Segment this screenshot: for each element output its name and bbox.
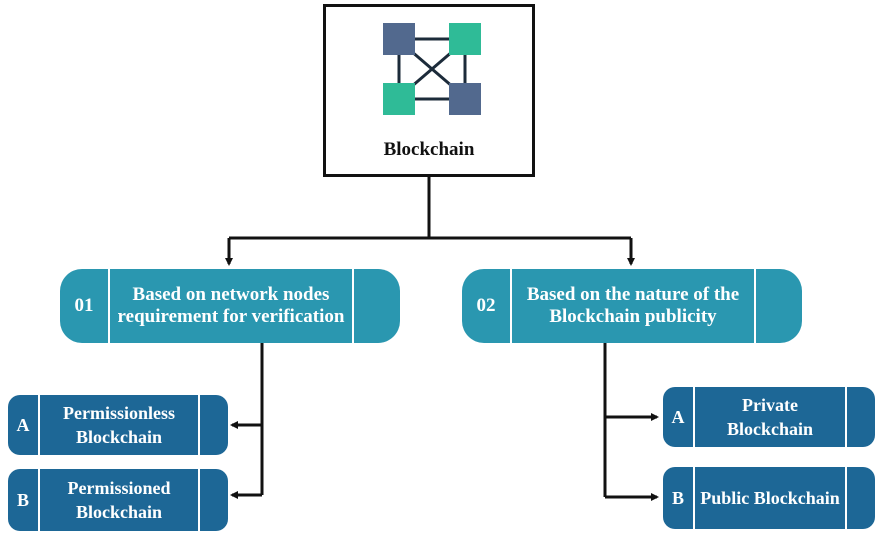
branch-label: Based on network nodes requirement for v… [108, 269, 354, 343]
leaf-letter: A [671, 406, 685, 427]
leaf-end-tab [200, 395, 228, 455]
leaf-letter: A [16, 414, 30, 435]
branch-end-tab [354, 269, 400, 343]
leaf-letter: B [16, 489, 29, 510]
leaf-label: Public Blockchain [693, 467, 847, 529]
leaf-label: Private Blockchain [693, 387, 847, 447]
logo-block-bottom-left [383, 83, 415, 115]
branch-02: 02 Based on the nature of the Blockchain… [462, 269, 802, 343]
leaf-end-tab [847, 387, 875, 447]
leaf-end-tab [200, 469, 228, 531]
branch-number: 01 [74, 295, 94, 316]
root-node: Blockchain [323, 4, 535, 177]
logo-block-top-right [449, 23, 481, 55]
leaf-public: B Public Blockchain [663, 467, 875, 529]
logo-block-top-left [383, 23, 415, 55]
leaf-end-tab [847, 467, 875, 529]
leaf-letter: B [671, 487, 684, 508]
branch-number: 02 [476, 295, 496, 316]
root-title: Blockchain [383, 139, 475, 160]
logo-block-bottom-right [449, 83, 481, 115]
leaf-label: Permissioned Blockchain [38, 469, 200, 531]
branch-label: Based on the nature of the Blockchain pu… [510, 269, 756, 343]
leaf-permissionless: A Permissionless Blockchain [8, 395, 228, 455]
leaf-label: Permissionless Blockchain [38, 395, 200, 455]
branch-01: 01 Based on network nodes requirement fo… [60, 269, 400, 343]
blockchain-network-icon [383, 23, 481, 115]
leaf-private: A Private Blockchain [663, 387, 875, 447]
branch-end-tab [756, 269, 802, 343]
leaf-permissioned: B Permissioned Blockchain [8, 469, 228, 531]
